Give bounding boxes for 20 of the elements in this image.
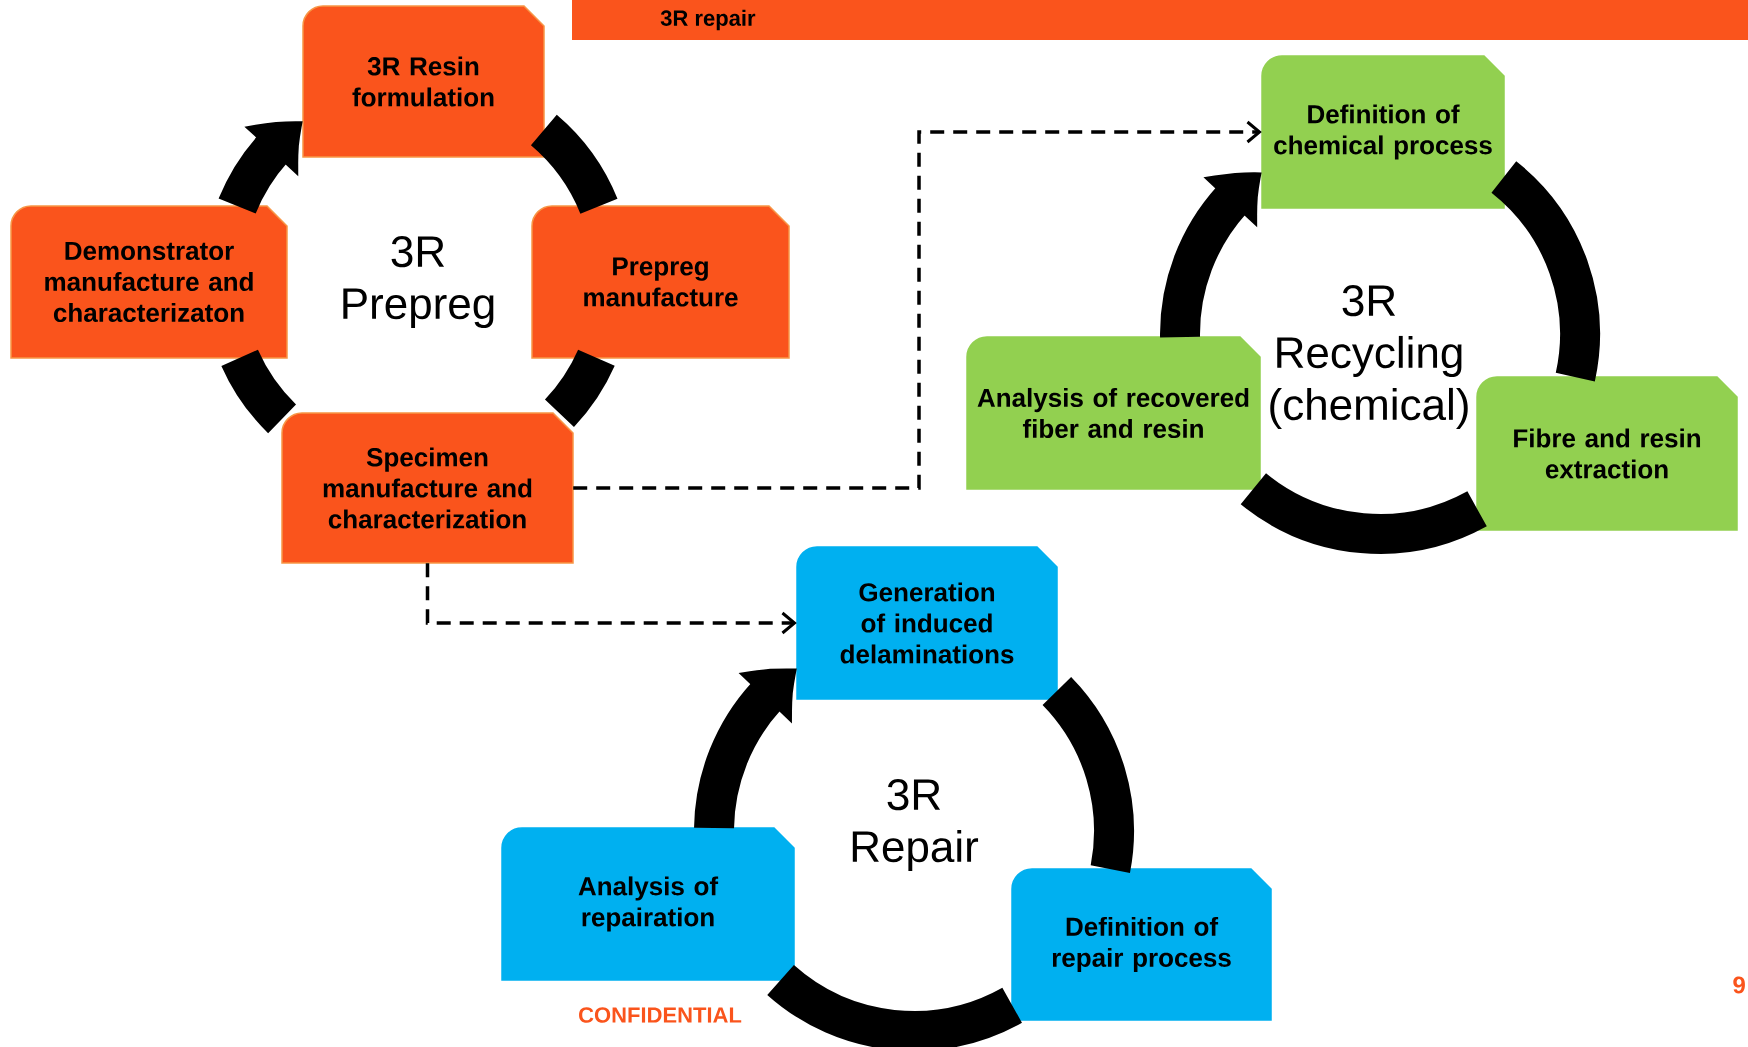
- step-box: Specimen manufacture and characterization: [281, 412, 574, 564]
- cycle-arrow: [218, 121, 302, 214]
- step-box: Analysis of recovered fiber and resin: [966, 336, 1261, 490]
- cycle-label: 3R Prepreg: [343, 236, 494, 328]
- dashed-arrow: [425, 563, 797, 635]
- cycle-label: 3R Recycling (chemical): [1270, 285, 1468, 429]
- step-box: 3R Resin formulation: [302, 5, 545, 158]
- cycle-arrow: [1160, 172, 1261, 338]
- cycle-label: 3R Repair: [852, 779, 979, 871]
- confidential-note: CONFIDENTIAL: [579, 1007, 742, 1023]
- step-box: Definition of repair process: [1011, 868, 1272, 1021]
- step-box: Generation of induced delaminations: [796, 546, 1058, 700]
- step-box: Analysis of repairation: [501, 827, 795, 981]
- title-banner: 3R repair: [572, 0, 1748, 40]
- step-box: Demonstrator manufacture and characterizaton: [10, 205, 288, 359]
- dashed-arrow: [573, 120, 1262, 490]
- page-number: 9: [1733, 976, 1745, 994]
- step-box: Prepreg manufacture: [531, 205, 790, 359]
- step-box: Fibre and resin extraction: [1476, 376, 1738, 531]
- step-box: Definition of chemical process: [1261, 55, 1505, 209]
